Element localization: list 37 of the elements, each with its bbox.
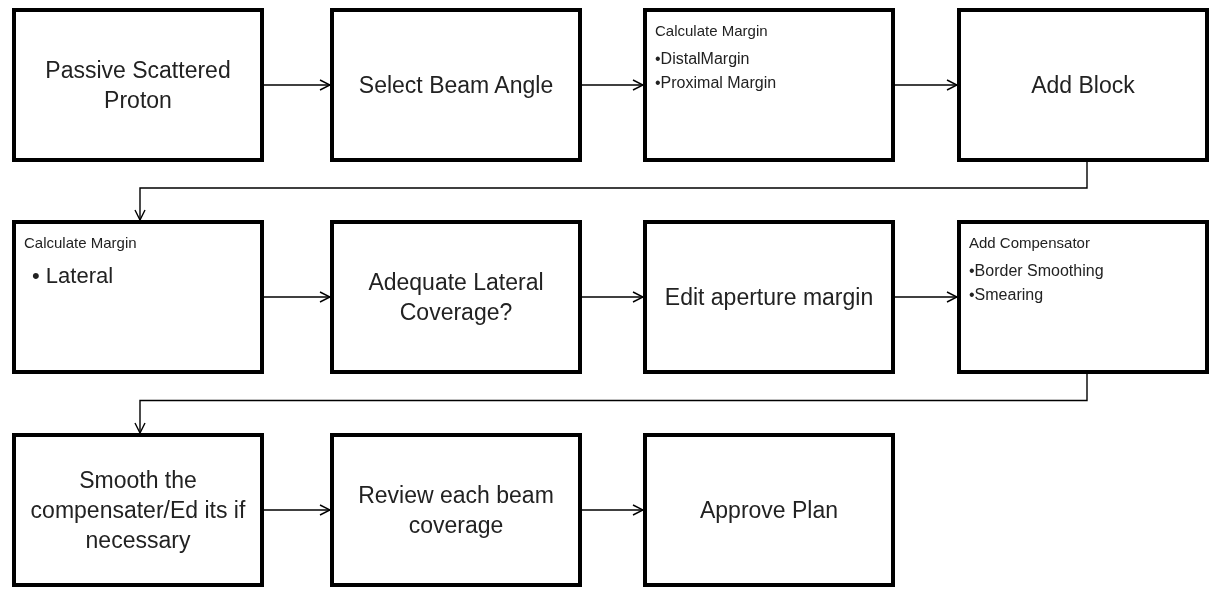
box-label: Edit aperture margin bbox=[664, 283, 874, 312]
arrow bbox=[581, 504, 644, 516]
arrow bbox=[263, 79, 331, 91]
box-label: Approve Plan bbox=[699, 496, 839, 525]
bullet-item: •Border Smoothing bbox=[969, 260, 1104, 281]
arrow bbox=[581, 291, 644, 303]
box-label: Add Block bbox=[1031, 71, 1135, 100]
process-box bbox=[643, 220, 895, 374]
arrow bbox=[134, 161, 1088, 221]
bullet-item: • Lateral bbox=[32, 261, 114, 290]
box-label: Adequate Lateral Coverage? bbox=[367, 268, 545, 327]
process-box bbox=[330, 433, 582, 587]
bullet-item: •Proximal Margin bbox=[655, 72, 777, 93]
process-box bbox=[957, 220, 1209, 374]
arrow bbox=[894, 291, 958, 303]
arrow bbox=[134, 373, 1088, 434]
arrow bbox=[894, 79, 958, 91]
process-box bbox=[12, 8, 264, 162]
box-heading: Add Compensator bbox=[969, 233, 1090, 253]
box-label: Smooth the compensater/Ed its if necessary bbox=[29, 466, 247, 555]
process-box bbox=[643, 433, 895, 587]
process-box bbox=[330, 8, 582, 162]
box-label: Select Beam Angle bbox=[358, 71, 554, 100]
process-box bbox=[330, 220, 582, 374]
box-heading: Calculate Margin bbox=[24, 233, 137, 253]
arrow bbox=[263, 504, 331, 516]
process-box bbox=[957, 8, 1209, 162]
box-label: Passive Scattered Proton bbox=[44, 56, 232, 115]
process-box bbox=[643, 8, 895, 162]
box-label: Review each beam coverage bbox=[357, 481, 555, 540]
process-box bbox=[12, 433, 264, 587]
bullet-item: •Smearing bbox=[969, 284, 1044, 305]
arrow bbox=[581, 79, 644, 91]
arrow bbox=[263, 291, 331, 303]
box-heading: Calculate Margin bbox=[655, 21, 768, 41]
process-box bbox=[12, 220, 264, 374]
bullet-item: •DistalMargin bbox=[655, 48, 750, 69]
